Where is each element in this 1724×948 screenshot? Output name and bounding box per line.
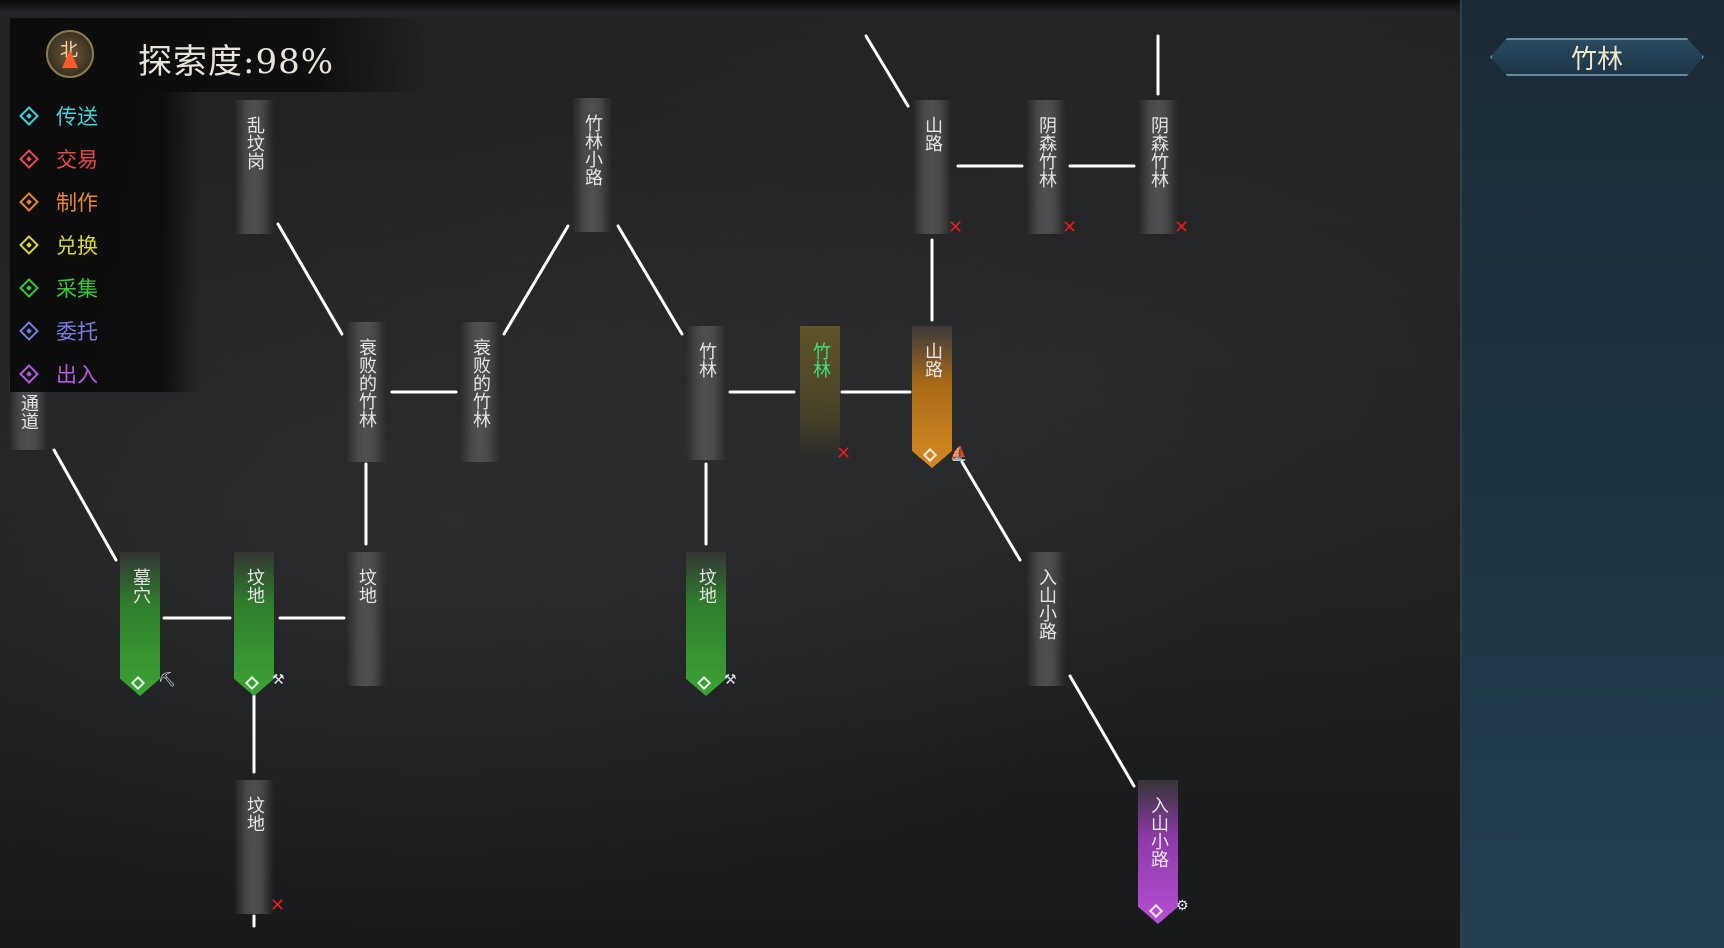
node-label: 坟地 xyxy=(244,796,265,832)
closed-x-icon: ✕ xyxy=(270,895,286,916)
node-label: 乱坟岗 xyxy=(244,116,265,170)
area-title: 竹林 xyxy=(1570,44,1623,75)
compass-arrow-icon xyxy=(62,50,78,68)
legend-item[interactable]: 委托 xyxy=(19,311,98,351)
side-panel: 竹林 xyxy=(1460,0,1724,948)
node-luanfengang[interactable]: 乱坟岗 xyxy=(234,100,274,234)
top-edge xyxy=(0,0,1460,12)
node-label: 坟地 xyxy=(244,568,265,604)
hammer-icon: ⚒ xyxy=(724,672,737,688)
node-label: 山路 xyxy=(922,116,943,152)
diamond-icon xyxy=(19,149,39,169)
legend-label: 出入 xyxy=(56,363,98,387)
node-label: 竹林 xyxy=(696,342,717,378)
link xyxy=(960,460,1022,562)
node-zhulinxiaolu[interactable]: 竹林小路 xyxy=(572,98,612,232)
gathering-gem-icon xyxy=(130,675,146,691)
node-label: 入山小路 xyxy=(1148,796,1169,868)
node-label: 竹林小路 xyxy=(582,114,603,186)
diamond-icon xyxy=(19,235,39,255)
node-label: 墓穴 xyxy=(130,568,151,604)
exploration-progress: 探索度:98% xyxy=(138,42,335,82)
diamond-icon xyxy=(19,192,39,212)
node-fendi[interactable]: 坟地 xyxy=(346,552,386,686)
node-yinsen-zhulin-2[interactable]: 阴森竹林 xyxy=(1138,100,1178,234)
node-fendi-gathering-1[interactable]: 坟地 xyxy=(234,552,274,696)
diamond-icon xyxy=(19,364,39,384)
legend-item[interactable]: 兑换 xyxy=(19,225,98,265)
explore-header: 北 探索度:98% xyxy=(10,18,430,92)
legend-label: 传送 xyxy=(56,105,98,129)
legend-item[interactable]: 采集 xyxy=(19,268,98,308)
node-muxue-gathering[interactable]: 墓穴 xyxy=(120,552,160,696)
gathering-gem-icon xyxy=(696,675,712,691)
map-area: 乱坟岗 竹林小路 山路 阴森竹林 阴森竹林 通道 衰败的竹林 衰败的竹林 竹林 … xyxy=(0,0,1460,948)
closed-x-icon: ✕ xyxy=(836,443,852,464)
node-label: 坟地 xyxy=(696,568,717,604)
node-label: 入山小路 xyxy=(1036,568,1057,640)
node-label: 衰败的竹林 xyxy=(356,338,377,428)
node-links xyxy=(52,34,1160,928)
legend-item[interactable]: 交易 xyxy=(19,139,98,179)
node-shuaibai-zhulin-1[interactable]: 衰败的竹林 xyxy=(346,322,386,462)
map-legend: 传送交易制作兑换采集委托出入 xyxy=(10,92,200,392)
diamond-icon xyxy=(19,278,39,298)
diamond-icon xyxy=(19,321,39,341)
node-shuaibai-zhulin-2[interactable]: 衰败的竹林 xyxy=(460,322,500,462)
node-label: 阴森竹林 xyxy=(1148,116,1169,188)
link xyxy=(276,222,344,336)
node-rushan-exit[interactable]: 入山小路 xyxy=(1138,780,1178,924)
node-zhulin-current[interactable]: 竹林 xyxy=(800,326,840,460)
node-label: 坟地 xyxy=(356,568,377,604)
legend-label: 委托 xyxy=(56,320,98,344)
closed-x-icon: ✕ xyxy=(1062,217,1078,238)
legend-label: 采集 xyxy=(56,277,98,301)
node-fendi-gathering-2[interactable]: 坟地 xyxy=(686,552,726,696)
legend-item[interactable]: 制作 xyxy=(19,182,98,222)
node-fendi-bottom[interactable]: 坟地 xyxy=(234,780,274,914)
legend-item[interactable]: 传送 xyxy=(19,96,98,136)
pickaxe-icon: ⛏ xyxy=(158,672,176,688)
boat-icon: ⛵ xyxy=(950,446,968,462)
link xyxy=(864,34,910,108)
node-label: 竹林 xyxy=(810,342,831,378)
closed-x-icon: ✕ xyxy=(948,217,964,238)
hammer-icon: ⚒ xyxy=(272,672,285,688)
node-shanlu-crafting[interactable]: 山路 xyxy=(912,326,952,468)
link xyxy=(502,224,570,336)
node-label: 衰败的竹林 xyxy=(470,338,491,428)
node-shanlu-top[interactable]: 山路 xyxy=(912,100,952,234)
node-label: 山路 xyxy=(922,342,943,378)
exit-gem-icon xyxy=(1148,903,1164,919)
link xyxy=(52,448,118,562)
gear-icon: ⚙ xyxy=(1176,898,1189,914)
link xyxy=(616,224,684,336)
node-zhulin[interactable]: 竹林 xyxy=(686,326,726,460)
area-title-plate: 竹林 xyxy=(1490,38,1704,76)
legend-item[interactable]: 出入 xyxy=(19,354,98,394)
crafting-gem-icon xyxy=(922,447,938,463)
node-yinsen-zhulin-1[interactable]: 阴森竹林 xyxy=(1026,100,1066,234)
closed-x-icon: ✕ xyxy=(1174,217,1190,238)
compass-icon[interactable]: 北 xyxy=(46,30,94,78)
legend-label: 交易 xyxy=(56,148,98,172)
node-rushan-xiaolu[interactable]: 入山小路 xyxy=(1026,552,1066,686)
node-label: 阴森竹林 xyxy=(1036,116,1057,188)
diamond-icon xyxy=(19,106,39,126)
legend-label: 制作 xyxy=(56,191,98,215)
gathering-gem-icon xyxy=(244,675,260,691)
node-label: 通道 xyxy=(18,394,39,430)
legend-label: 兑换 xyxy=(56,234,98,258)
link xyxy=(1068,674,1136,788)
